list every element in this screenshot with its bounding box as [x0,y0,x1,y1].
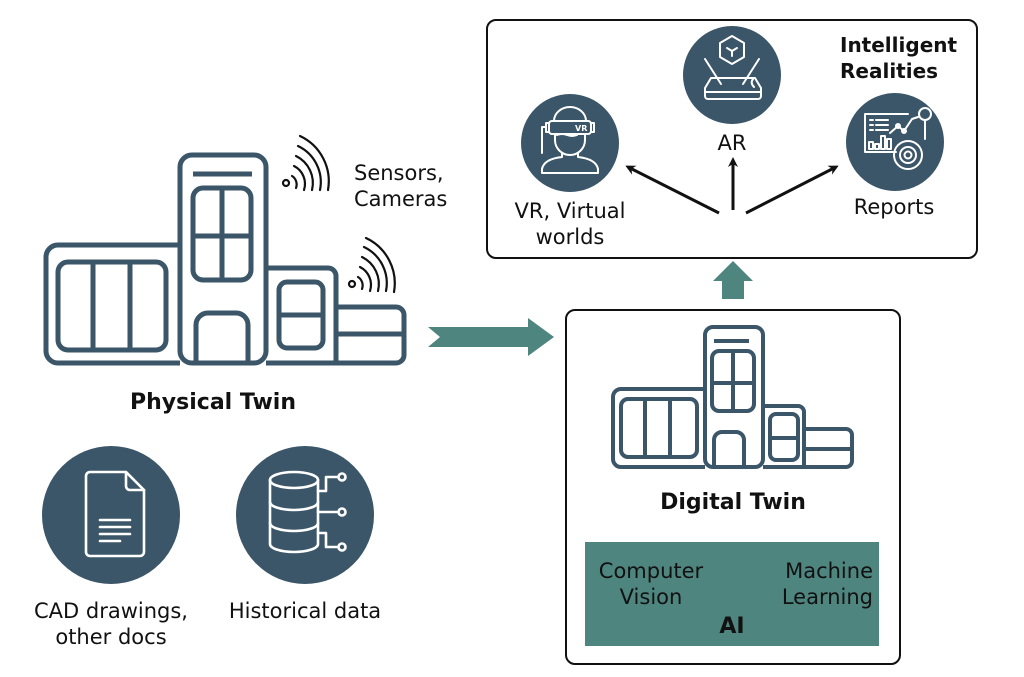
digital-twin-title: Digital Twin [660,490,806,515]
sensors-label: Sensors, Cameras [354,160,447,212]
vr-icon-circle: VR [521,94,619,192]
machine-learning-line2: Learning [781,585,873,609]
machine-learning-label: Machine Learning [765,558,873,610]
intelligent-realities-title: Intelligent Realities [840,32,957,84]
vr-headset-icon: VR [541,106,599,174]
ar-label: AR [717,131,747,155]
arrow-to-reports [745,165,839,215]
sensors-label-line1: Sensors, [354,161,444,185]
wifi-signal-icon [347,236,396,294]
svg-text:VR: VR [575,124,587,133]
machine-learning-line1: Machine [785,559,873,583]
vr-label-line1: VR, Virtual [514,199,626,223]
wifi-signal-icon [281,134,330,192]
ai-title: AI [719,614,745,639]
cad-docs-label-line1: CAD drawings, [34,599,188,623]
document-icon-circle [42,446,180,584]
digital-to-realities-arrow [713,261,753,299]
sensors-label-line2: Cameras [354,187,448,211]
database-icon-circle [236,446,374,584]
historical-data-label: Historical data [228,599,382,623]
reports-label: Reports [853,195,935,219]
document-icon [84,470,146,558]
intelligent-realities-title-line2: Realities [840,59,939,83]
computer-vision-line1: Computer [598,559,704,583]
cad-docs-label-line2: other docs [55,625,167,649]
ar-icon-circle [683,26,781,124]
database-icon [268,470,347,554]
intelligent-realities-title-line1: Intelligent [840,33,958,57]
ar-hologram-icon [704,35,762,100]
reports-dashboard-icon [864,107,932,170]
reports-icon-circle [846,93,944,191]
physical-to-digital-arrow [428,318,554,356]
physical-twin-title: Physical Twin [130,390,296,415]
computer-vision-line2: Vision [619,585,683,609]
computer-vision-label: Computer Vision [591,558,711,610]
ai-panel: Computer Vision Machine Learning AI [585,542,879,646]
vr-label: VR, Virtual worlds [496,198,644,250]
cad-docs-label: CAD drawings, other docs [20,598,202,650]
vr-label-line2: worlds [535,225,605,249]
arrow-to-vr [625,165,720,215]
